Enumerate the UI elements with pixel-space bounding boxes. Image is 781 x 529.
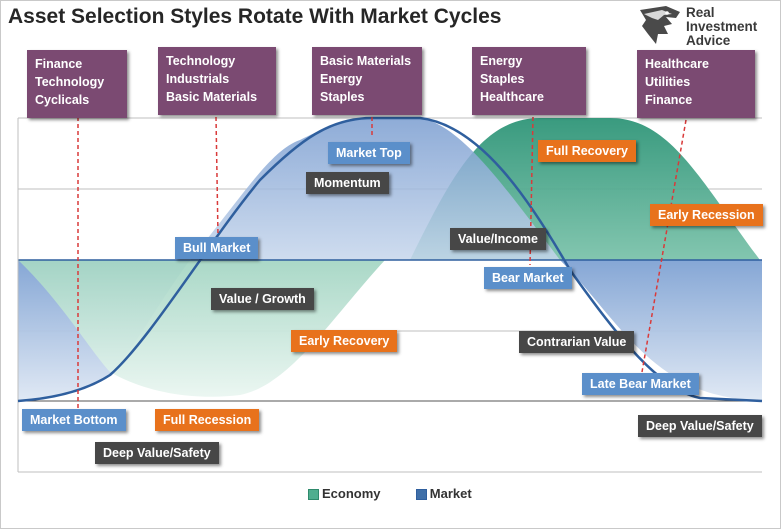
callout-bear-sectors: Energy Staples Healthcare (472, 47, 586, 115)
label-bear-market: Bear Market (484, 267, 572, 289)
callout-bull-sectors: Technology Industrials Basic Materials (158, 47, 276, 115)
callout-line: Staples (480, 72, 525, 86)
label-value-income: Value/Income (450, 228, 546, 250)
logo-text-line-3: Advice (686, 33, 731, 48)
legend-item-market: Market (415, 486, 472, 501)
callout-recession-sectors: Healthcare Utilities Finance (637, 50, 755, 118)
market-line (17, 116, 763, 403)
callout-line: Energy (480, 54, 523, 68)
callout-line: Technology (35, 75, 105, 89)
market-area-lower-right (560, 260, 762, 401)
label-full-recession: Full Recession (155, 409, 260, 431)
label-value-growth: Value / Growth (211, 288, 314, 310)
callout-line: Utilities (645, 75, 691, 89)
callout-line: Finance (35, 57, 83, 71)
label-market-top: Market Top (328, 142, 410, 164)
page-title: Asset Selection Styles Rotate With Marke… (8, 5, 502, 28)
label-contrarian-value: Contrarian Value (519, 331, 635, 353)
callout-line: Energy (320, 72, 363, 86)
label-deep-value-right: Deep Value/Safety (638, 415, 762, 437)
label-bull-market: Bull Market (175, 237, 259, 259)
callout-line: Basic Materials (166, 90, 258, 104)
label-late-bear-market: Late Bear Market (582, 373, 699, 395)
callout-early-sectors: Finance Technology Cyclicals (27, 50, 127, 118)
label-deep-value-left: Deep Value/Safety (95, 442, 219, 464)
label-market-bottom: Market Bottom (22, 409, 126, 431)
callout-line: Healthcare (645, 57, 709, 71)
legend-label-economy: Economy (322, 486, 381, 501)
eagle-head-icon (640, 6, 680, 44)
callout-line: Healthcare (480, 90, 544, 104)
label-momentum: Momentum (306, 172, 389, 194)
economy-swatch-icon (308, 489, 319, 501)
label-early-recession: Early Recession (650, 204, 763, 226)
legend: Economy Market (308, 486, 472, 501)
label-full-recovery: Full Recovery (538, 140, 636, 162)
callout-line: Technology (166, 54, 236, 68)
callout-line: Basic Materials (320, 54, 412, 68)
callout-line: Cyclicals (35, 93, 90, 107)
legend-item-economy: Economy (308, 486, 384, 501)
callout-line: Staples (320, 90, 365, 104)
market-swatch-icon (415, 489, 427, 501)
legend-label-market: Market (429, 486, 472, 501)
logo: Real Investment Advice (636, 4, 776, 48)
label-early-recovery: Early Recovery (291, 330, 398, 352)
logo-text-line-2: Investment (686, 19, 758, 34)
callout-top-sectors: Basic Materials Energy Staples (312, 47, 422, 115)
callout-connectors (77, 116, 687, 408)
callout-line: Finance (645, 93, 693, 107)
callout-line: Industrials (166, 72, 230, 86)
logo-text-line-1: Real (686, 5, 715, 20)
